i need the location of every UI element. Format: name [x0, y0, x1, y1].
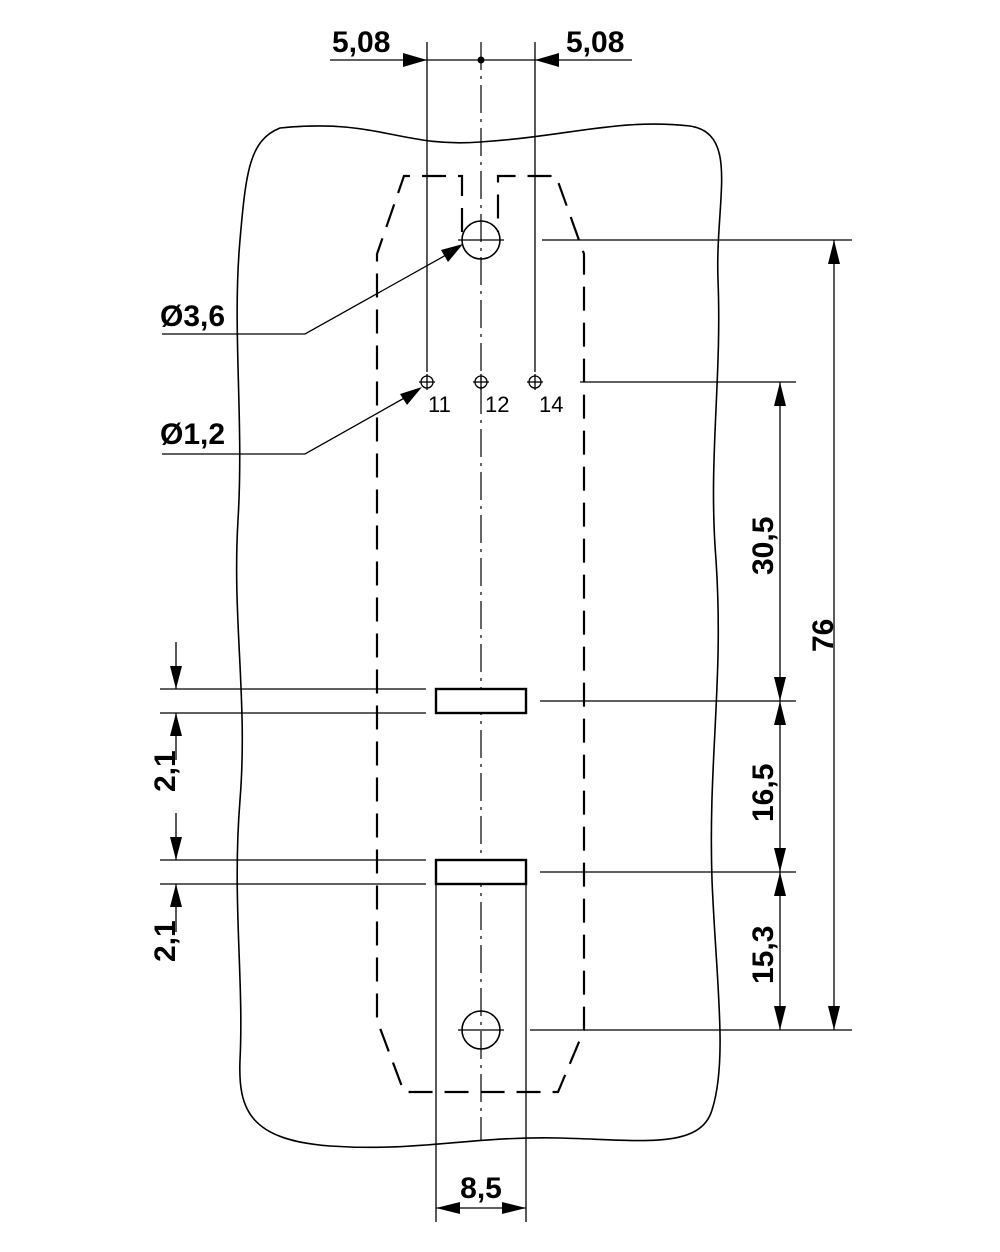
- slot-to-slot-arrow-bottom: [774, 848, 786, 872]
- pin-label-11: 11: [428, 392, 451, 417]
- pins-to-slot-label: 30,5: [747, 517, 780, 575]
- slot-to-slot-label: 16,5: [747, 764, 780, 822]
- slot-lower-height-label: 2,1: [149, 920, 182, 962]
- slot-to-hole-label: 15,3: [747, 926, 780, 984]
- slot-upper-height-label: 2,1: [149, 750, 182, 792]
- pitch-label-left: 5,08: [332, 26, 390, 59]
- overall-label: 76: [807, 619, 840, 652]
- slot-upper: [434, 687, 528, 715]
- pin-hole-diameter-label: Ø1,2: [160, 418, 225, 451]
- pins-to-slot-arrow-top: [774, 382, 786, 406]
- slot-to-hole-arrow-top: [774, 872, 786, 896]
- slot-lower-arrow-bottom: [170, 884, 182, 907]
- pin-holes: [419, 374, 543, 390]
- pin-label-12: 12: [485, 392, 509, 417]
- mount-hole-leader-arrow: [441, 244, 463, 262]
- width-label: 8,5: [460, 1172, 502, 1205]
- slot-to-slot-arrow-top: [774, 701, 786, 725]
- slot-upper-arrow-bottom: [170, 713, 182, 736]
- board-outline: [235, 123, 723, 1149]
- overall-arrow-top: [828, 240, 840, 264]
- mount-hole-leader: [162, 249, 456, 335]
- pin-hole-leader: [162, 391, 416, 455]
- width-arrow-left: [436, 1202, 460, 1214]
- pitch-label-right: 5,08: [566, 26, 624, 59]
- slot-to-hole-arrow-bottom: [774, 1006, 786, 1030]
- pitch-dot: [477, 56, 485, 64]
- slot-upper-arrow-top: [170, 666, 182, 689]
- pitch-arrow-right: [535, 53, 559, 67]
- slot-lower: [434, 858, 528, 886]
- mount-hole-diameter-label: Ø3,6: [160, 300, 225, 333]
- pitch-arrow-left: [403, 53, 427, 67]
- pin-hole-leader-arrow: [400, 387, 422, 405]
- pin-label-14: 14: [539, 392, 563, 417]
- overall-arrow-bottom: [828, 1006, 840, 1030]
- slot-lower-arrow-top: [170, 837, 182, 860]
- pins-to-slot-arrow-bottom: [774, 677, 786, 701]
- width-arrow-right: [502, 1202, 526, 1214]
